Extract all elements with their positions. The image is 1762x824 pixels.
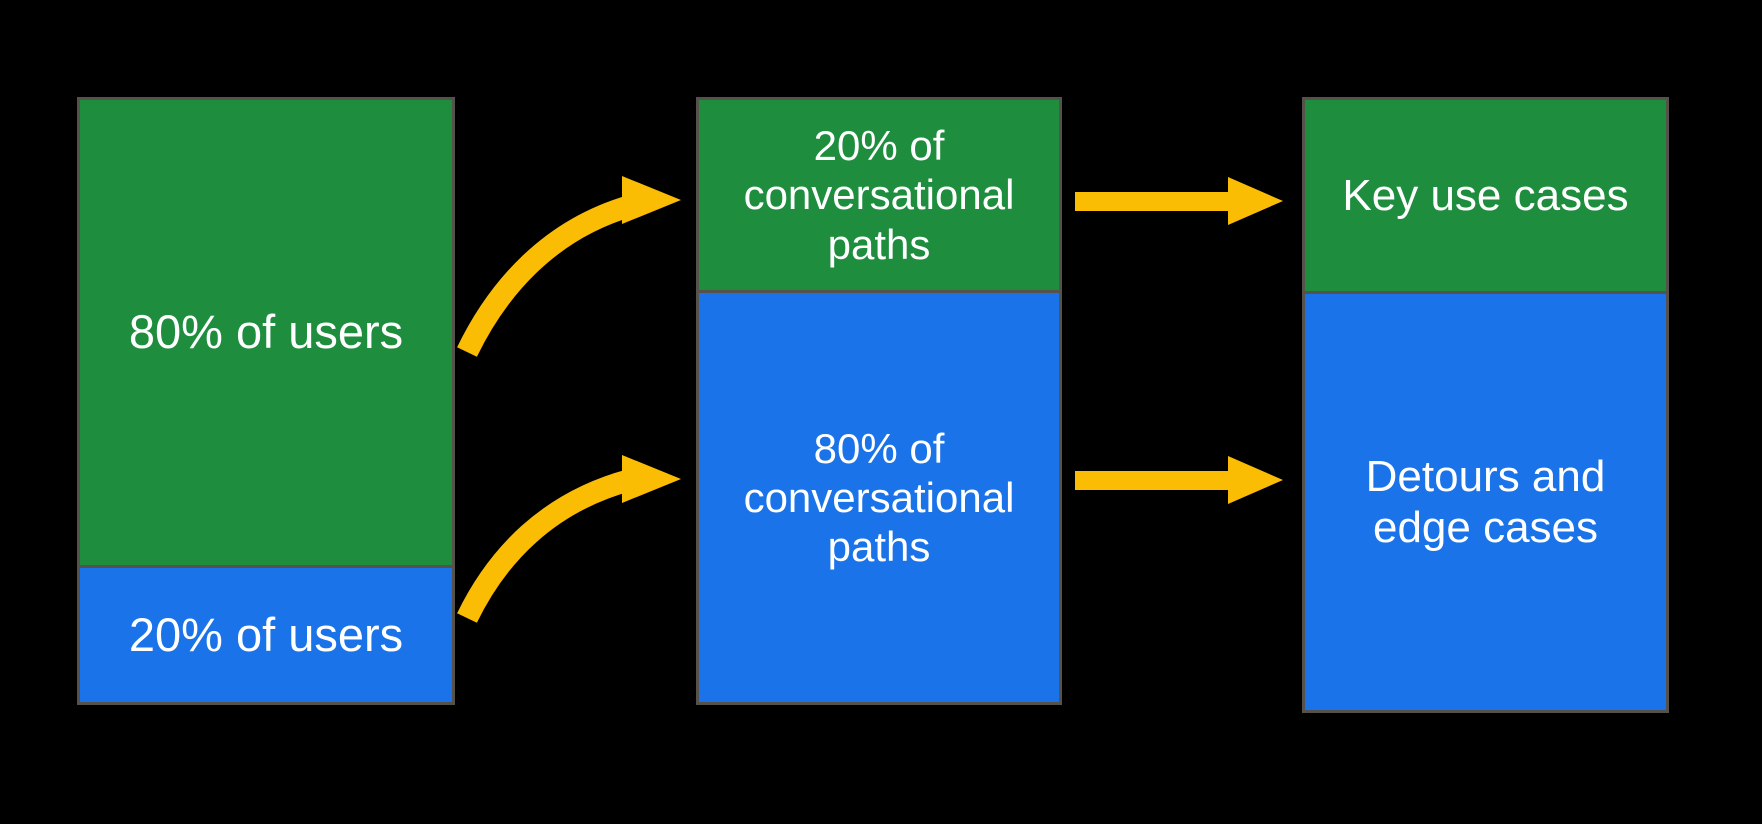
outcomes-bar: Key use cases Detours and edge cases bbox=[1302, 97, 1669, 713]
users-majority-label: 80% of users bbox=[128, 305, 404, 358]
users-minority-segment: 20% of users bbox=[80, 565, 452, 702]
straight-arrow-bottom-icon bbox=[1075, 456, 1283, 504]
detours-edge-cases-label: Detours and edge cases bbox=[1365, 451, 1606, 552]
key-use-cases-segment: Key use cases bbox=[1305, 100, 1666, 291]
curved-arrow-top-icon bbox=[457, 176, 681, 357]
paths-minority-segment: 20% of conversational paths bbox=[699, 100, 1059, 290]
key-use-cases-label: Key use cases bbox=[1342, 170, 1629, 220]
paths-majority-segment: 80% of conversational paths bbox=[699, 290, 1059, 702]
users-bar: 80% of users 20% of users bbox=[77, 97, 455, 705]
curved-arrow-bottom-icon bbox=[457, 455, 681, 623]
straight-arrow-top-icon bbox=[1075, 177, 1283, 225]
users-majority-segment: 80% of users bbox=[80, 100, 452, 565]
conversational-paths-bar: 20% of conversational paths 80% of conve… bbox=[696, 97, 1062, 705]
paths-minority-label: 20% of conversational paths bbox=[743, 122, 1015, 268]
paths-majority-label: 80% of conversational paths bbox=[743, 424, 1015, 571]
detours-edge-cases-segment: Detours and edge cases bbox=[1305, 291, 1666, 710]
users-minority-label: 20% of users bbox=[128, 607, 404, 661]
